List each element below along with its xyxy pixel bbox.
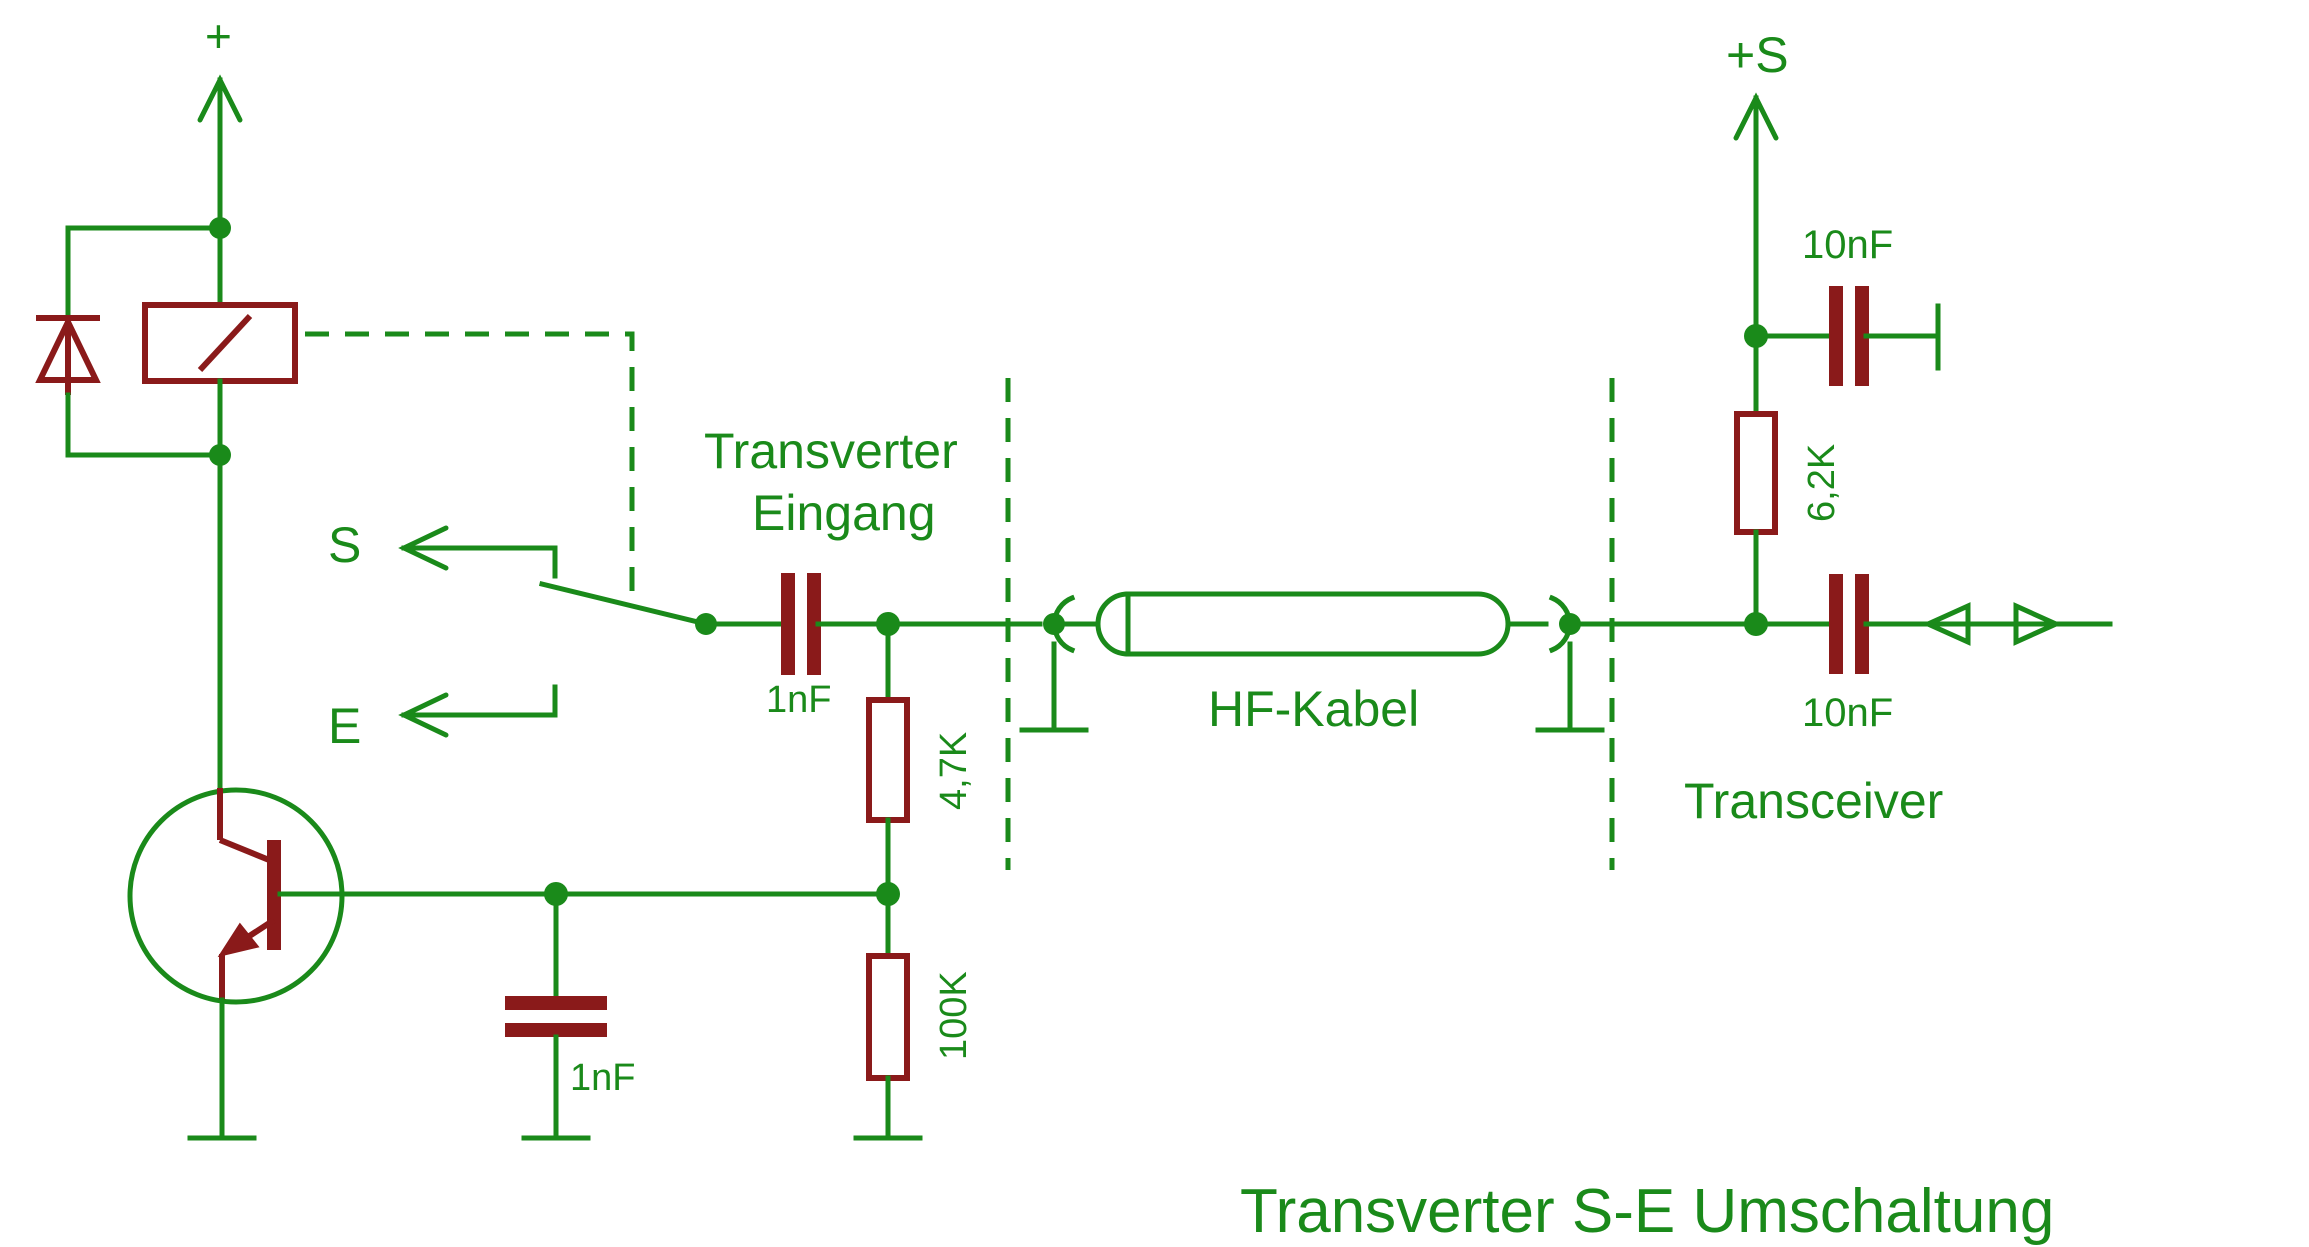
bidirectional-port-arrows (1921, 602, 2063, 646)
resistor-100k (853, 891, 923, 1141)
junction-dot (209, 217, 231, 239)
label-c-coupling: 1nF (766, 679, 831, 721)
hf-cable (1063, 591, 1549, 657)
label-cable: HF-Kabel (1208, 681, 1419, 737)
label-transverter-input-line2: Eingang (752, 485, 936, 541)
label-r-bias-bottom: 100K (933, 971, 975, 1060)
supply-arrow-plus (197, 74, 243, 231)
npn-transistor (127, 452, 345, 1141)
freewheel-diode (35, 225, 223, 458)
coax-connector-left (1019, 594, 1089, 733)
capacitor-output-10nf (1829, 574, 2113, 674)
label-plus-s: +S (1726, 27, 1789, 83)
capacitor-supply-10nf (1753, 286, 1941, 386)
supply-arrow-plus-s (1733, 92, 1779, 339)
arrow-s-output (398, 525, 558, 579)
label-e: E (328, 698, 361, 754)
label-r-feed: 6,2K (1801, 444, 1843, 522)
relay-mechanical-link (305, 331, 635, 592)
capacitor-coupling-1nf (703, 573, 1043, 675)
resistor-6k2 (1734, 333, 1778, 627)
switch-contact-arm (538, 580, 710, 628)
capacitor-base-1nf (505, 891, 607, 1141)
label-s: S (328, 517, 361, 573)
arrow-e-output (398, 684, 558, 738)
label-c-base: 1nF (570, 1057, 635, 1099)
label-plus: + (205, 10, 232, 62)
label-transceiver: Transceiver (1684, 773, 1943, 829)
relay-coil (142, 225, 298, 458)
coax-connector-right (1535, 594, 1605, 733)
diagram-title: Transverter S-E Umschaltung (1240, 1177, 2054, 1246)
label-c-output: 10nF (1802, 691, 1893, 735)
label-r-bias-top: 4,7K (933, 732, 975, 810)
resistor-4k7 (866, 621, 910, 897)
label-c-supply: 10nF (1802, 223, 1893, 267)
label-transverter-input-line1: Transverter (704, 423, 958, 479)
